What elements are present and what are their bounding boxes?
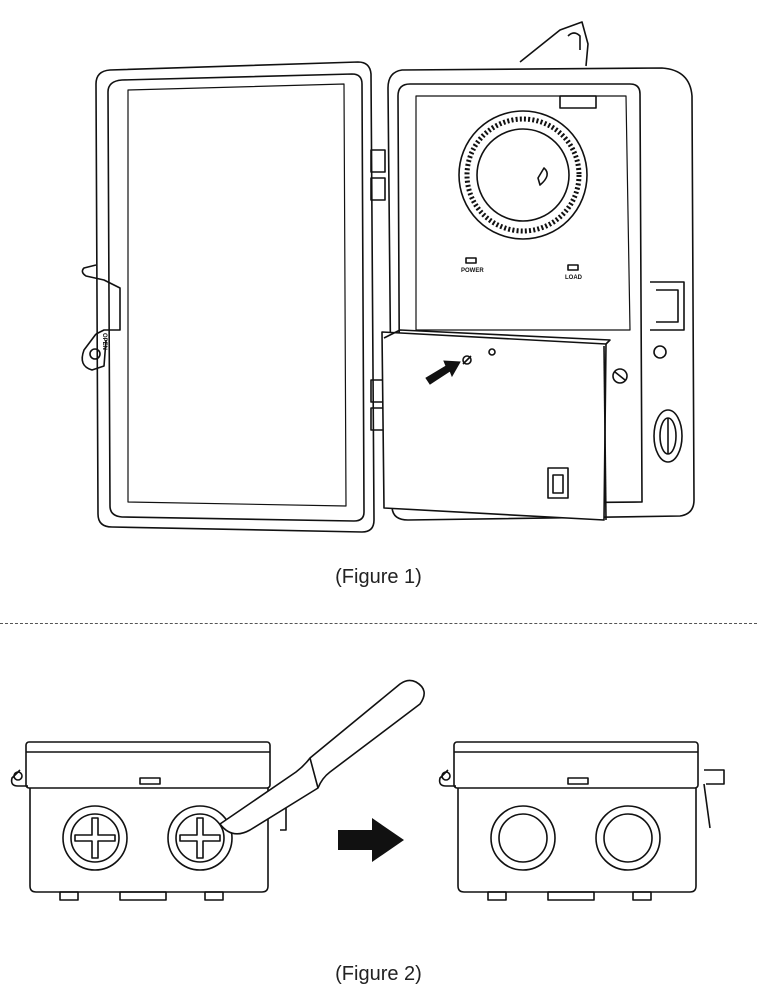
- open-label: OPEN: [101, 333, 107, 350]
- figure-2-caption: (Figure 2): [335, 963, 422, 985]
- figure-1-illustration: OPEN POWER LOAD: [81, 21, 695, 533]
- knockout-right: [167, 805, 233, 871]
- figure-2-illustration: [10, 679, 725, 901]
- timer-dial-icon: [458, 110, 588, 240]
- lock-hole: [89, 348, 101, 360]
- figure-1-caption: (Figure 1): [335, 566, 422, 588]
- power-label: POWER: [461, 268, 484, 274]
- arrow-to-screw-icon: [425, 360, 461, 385]
- box-before: [10, 741, 287, 901]
- screwdriver-icon: [219, 679, 425, 835]
- power-led: [465, 257, 477, 264]
- load-label: LOAD: [565, 275, 583, 281]
- opened-hole-right: [595, 805, 661, 871]
- knockout-left: [62, 805, 128, 871]
- box-after: [438, 741, 725, 901]
- enclosure-door: OPEN: [81, 61, 386, 533]
- load-led: [567, 264, 579, 271]
- opened-hole-left: [490, 805, 556, 871]
- arrow-right-icon: [338, 818, 404, 862]
- wiring-cover-panel: [381, 329, 611, 521]
- section-divider: [0, 623, 757, 624]
- enclosure-box: POWER LOAD: [381, 21, 695, 521]
